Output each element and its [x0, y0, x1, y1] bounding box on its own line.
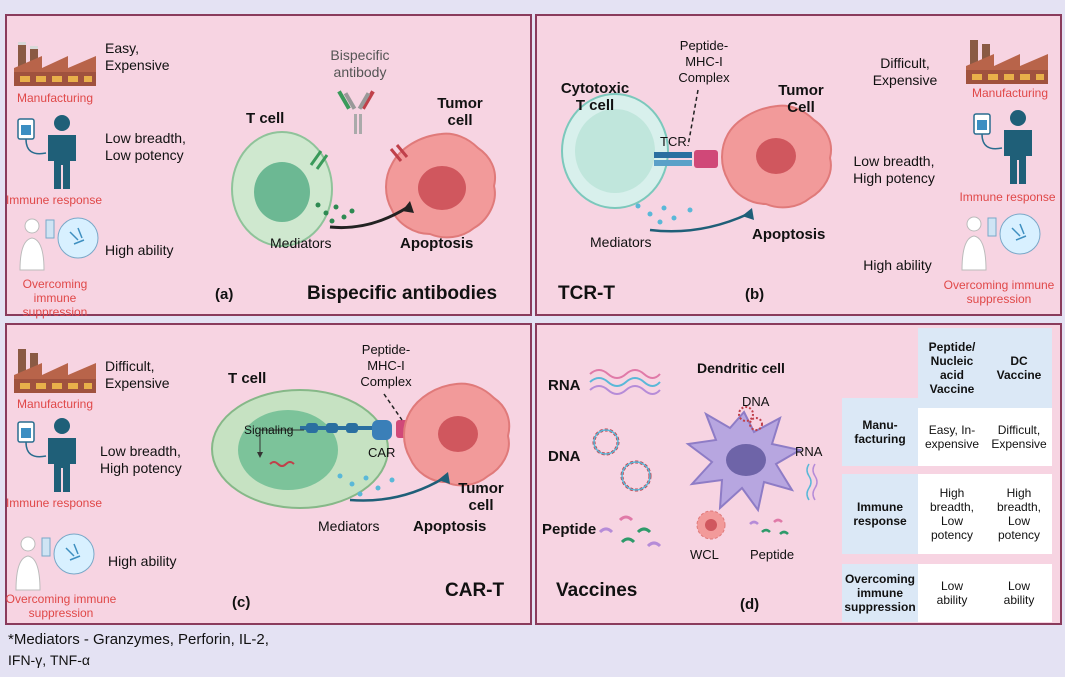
- immune-label: Immune response: [5, 496, 103, 510]
- antibody-label: Bispecific antibody: [330, 47, 390, 80]
- tumor-cell-drawing: [721, 104, 832, 209]
- manufacturing-label: Manufacturing: [971, 86, 1049, 100]
- apoptosis-label: Apoptosis: [400, 235, 474, 252]
- rna-icon: [589, 369, 661, 395]
- mediators-label: Mediators: [270, 235, 332, 251]
- table-cell: Difficult, Expensive: [986, 408, 1052, 466]
- complex-label: Peptide- MHC-I Complex: [678, 38, 730, 85]
- tcell-label: Cytotoxic T cell: [560, 80, 630, 114]
- mediators-label: Mediators: [590, 234, 652, 250]
- tumor-cell-drawing: [403, 382, 511, 487]
- table-cell: Easy, In- expensive: [918, 408, 986, 466]
- suppression-value: High ability: [863, 257, 932, 273]
- tcell-label: T cell: [228, 370, 267, 387]
- signaling-arrow: [257, 429, 304, 458]
- dc-peptide-icon: [749, 518, 789, 535]
- mediator-arrow: [315, 201, 414, 230]
- dendritic-cell-drawing: [685, 410, 803, 513]
- tcell-drawing: [231, 131, 333, 247]
- table-cell: High breadth, Low potency: [986, 474, 1052, 554]
- panel-title-c: CAR-T: [445, 580, 505, 601]
- car-label: CAR: [368, 445, 396, 460]
- suppression-label: Overcoming immune suppression: [5, 592, 117, 620]
- panel-tag-c: (c): [232, 594, 251, 611]
- immune-value: Low breadth, High potency: [853, 153, 935, 186]
- pointer-line: [383, 393, 403, 421]
- suppression-value: High ability: [108, 553, 177, 569]
- tcr-label: TCR: [660, 134, 687, 149]
- dc-dna-icon: [738, 406, 763, 431]
- apoptosis-label: Apoptosis: [752, 226, 826, 243]
- panel-tag-d: (d): [740, 596, 760, 613]
- table-cell: Low ability: [918, 564, 986, 622]
- manufacturing-label: Manufacturing: [16, 91, 94, 105]
- immune-label: Immune response: [5, 193, 103, 207]
- pointer-line: [687, 89, 699, 147]
- dendritic-cell-label: Dendritic cell: [697, 360, 785, 376]
- mediator-arrow: [635, 203, 754, 233]
- complex-label: Peptide- MHC-I Complex: [360, 342, 412, 389]
- manufacturing-label: Manufacturing: [16, 397, 94, 411]
- tcell-drawing: [561, 93, 669, 209]
- immune-value: Low breadth, Low potency: [105, 130, 186, 163]
- immune-label: Immune response: [959, 190, 1056, 204]
- tumor-label: Tumor Cell: [778, 82, 824, 116]
- suppression-label: Overcoming immune suppression: [22, 277, 88, 319]
- wcl-icon: [696, 510, 726, 540]
- patient-icon: [973, 110, 1032, 184]
- peptide-label: Peptide: [542, 521, 597, 538]
- footnote-line-1: *Mediators - Granzymes, Perforin, IL-2,: [8, 631, 269, 648]
- suppression-icon: [19, 217, 99, 271]
- table-cell: High breadth, Low potency: [918, 474, 986, 554]
- dna-icon: [592, 428, 652, 492]
- table-col-dc-vaccine: DC Vaccine: [986, 328, 1052, 408]
- table-cell: Low ability: [986, 564, 1052, 622]
- panel-title-a: Bispecific antibodies: [307, 283, 498, 304]
- dc-dna-label: DNA: [742, 394, 770, 409]
- suppression-value: High ability: [105, 242, 174, 258]
- dna-label: DNA: [548, 448, 581, 465]
- mediators-label: Mediators: [318, 518, 380, 534]
- dc-rna-icon: [806, 463, 818, 501]
- bispecific-antibody-icon: [337, 90, 375, 134]
- immune-value: Low breadth, High potency: [100, 443, 182, 476]
- suppression-icon: [961, 213, 1041, 271]
- tcell-label: T cell: [246, 110, 285, 127]
- apoptosis-label: Apoptosis: [413, 518, 487, 535]
- tumor-label: Tumor cell: [437, 95, 483, 129]
- suppression-label: Overcoming immune suppression: [943, 278, 1055, 306]
- patient-icon: [17, 418, 76, 492]
- table-row-head-suppression: Overcoming immune suppression: [842, 564, 918, 622]
- factory-icon: [14, 42, 96, 86]
- table-col-peptide-vaccine: Peptide/ Nucleic acid Vaccine: [918, 328, 986, 408]
- tumor-label: Tumor cell: [458, 480, 504, 514]
- wcl-label: WCL: [690, 547, 719, 562]
- footnote-line-2: IFN-γ, TNF-α: [8, 652, 90, 668]
- rna-label: RNA: [548, 377, 581, 394]
- tcr-receptor-icon: [654, 150, 718, 168]
- panel-title-b: TCR-T: [558, 283, 615, 304]
- peptide-icon: [598, 515, 662, 548]
- table-row-head-immune: Immune response: [842, 474, 918, 554]
- receptor-icon: [309, 144, 409, 170]
- manufacturing-value: Difficult, Expensive: [872, 55, 938, 88]
- suppression-icon: [15, 533, 95, 591]
- panel-title-d: Vaccines: [556, 580, 638, 601]
- mediator-arrow: [337, 472, 450, 502]
- panel-tag-a: (a): [215, 286, 234, 303]
- factory-icon: [14, 349, 96, 393]
- table-row-head-manufacturing: Manu- facturing: [842, 398, 918, 466]
- manufacturing-value: Difficult, Expensive: [105, 358, 170, 391]
- signaling-label: Signaling: [244, 423, 294, 437]
- patient-icon: [17, 115, 76, 189]
- manufacturing-value: Easy, Expensive: [105, 40, 170, 73]
- factory-icon: [966, 40, 1048, 84]
- panel-tag-b: (b): [745, 286, 765, 303]
- dc-peptide-label: Peptide: [750, 547, 795, 562]
- dc-rna-label: RNA: [795, 444, 823, 459]
